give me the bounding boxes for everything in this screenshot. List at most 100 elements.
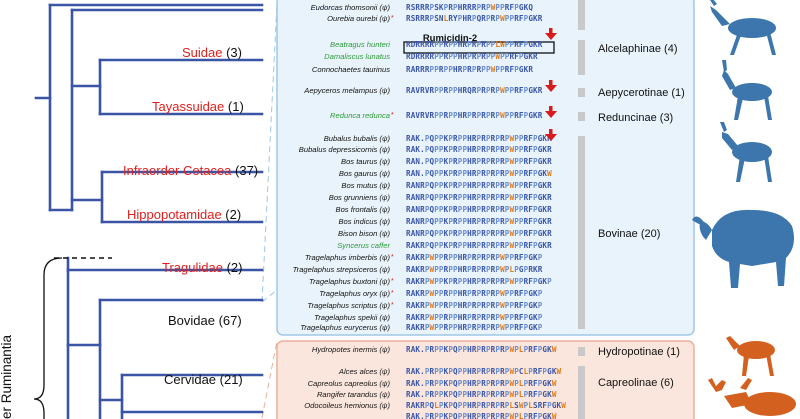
tree-label-tragulidae: Tragulidae (2) (162, 260, 242, 275)
rumicidin-label: Rumicidin-2 (423, 33, 477, 44)
asterisk-icon: * (391, 112, 394, 119)
peptide-sequence: RAKRPQLPKPQPPHRPRPRPRPLSWPLSRFPGKW (406, 401, 566, 410)
peptide-sequence: RANRPQPPKPRPPHRPRPRPRPWPPRFPGKR (406, 229, 552, 238)
subfamily-label-reduncinae: Reduncinae (3) (598, 112, 673, 124)
peptide-sequence: RAKRPWPPRPPHRPRPRPRPWPPRFPGKP (406, 323, 543, 332)
subfamily-label-hydropotinae: Hydropotinae (1) (598, 346, 680, 358)
species-row: Rangifer tarandus (ψ) RAK.PRPPKPQPPHRPRPR… (317, 390, 557, 399)
clade-bars (578, 0, 585, 419)
species-row: Tragelaphus imberbis (ψ)*RAKRPWPPRPPHRPR… (305, 253, 543, 262)
species-row: Bos mutus (ψ) RANRPQPPKPRPPHRPRPRPRPWPPRF… (341, 181, 552, 190)
peptide-sequence: RAKRPWPPRPPHRPRPRPRPWPPRFPGKP (406, 301, 543, 310)
peptide-sequence: RANRPQPPKPRPPHRPRPRPRPWPPRFPGKR (406, 217, 552, 226)
species-row: Bos gaurus (ψ)RAN.PQPPKPRPPHRPRPRPRPWPPR… (339, 169, 552, 178)
asterisk-icon: * (391, 278, 394, 285)
panel-connectors (261, 3, 278, 303)
species-name: Redunca redunca (330, 111, 390, 120)
species-row: Capreolus capreolus (ψ) RAK.PRPPKPQPPHRPR… (308, 379, 557, 388)
species-row: Odocoileus hemionus (ψ) RAKRPQLPKPQPPHRPR… (304, 401, 566, 410)
species-name: Ourebia ourebi (ψ) (327, 14, 390, 23)
arrow-bovinae (545, 129, 557, 141)
tree-label-tayassuidae: Tayassuidae (1) (152, 99, 244, 114)
species-row: Bos frontalis (ψ)RANRPQPPKPRPPHRPRPRPRPW… (336, 205, 553, 214)
peptide-sequence: RAK.PRPPKPQPPHRPRPRPRPWPCLPRFPGKW (406, 367, 562, 376)
bovidae-panel (276, 0, 695, 336)
species-row: Hydropotes inermis (ψ)RAK.PRPPKPQPPHRPRP… (312, 345, 557, 354)
species-row: Bison bison (ψ) RANRPQPPKPRPPHRPRPRPRPWPP… (338, 229, 552, 238)
rumicidin-box (403, 41, 555, 54)
clade-label: er Ruminantia (0, 334, 14, 419)
arrow-alcelaphinae (545, 28, 557, 40)
species-name: Tragelaphus buxtoni (ψ) (309, 277, 390, 286)
moose-silhouette (708, 378, 796, 416)
peptide-sequence: RANRPQPPKPRPPHRPRPRPRPWPPRFPGKR (406, 181, 552, 190)
species-name: Damaliscus lunatus (324, 52, 390, 61)
bar-top (578, 0, 585, 30)
cervidae-connector (261, 340, 278, 419)
species-row: Alces alces (ψ) RAK.PRPPKPQPPHRPRPRPRPWPC… (338, 367, 562, 376)
peptide-sequence: RARRRPPRPPHRPRPRPPWPPRFPGKR (406, 65, 533, 74)
species-name: Bos mutus (ψ) (341, 181, 390, 190)
species-row: Tragelaphus spekii (ψ)RAKRPWPPRPPHRPRPRP… (314, 313, 543, 322)
species-name: Tragelaphus oryx (ψ) (319, 289, 390, 298)
species-name: Tragelaphus scriptus (ψ) (307, 301, 390, 310)
subfamily-label-alcelaphinae: Alcelaphinae (4) (598, 43, 678, 55)
species-row: Syncerus caffer RAKRPQPPKPRPPHRPRPRPRPWPP… (337, 241, 552, 250)
species-row: Aepyceros melampus (ψ)RAVRVRPPRPPHRQRPRP… (303, 86, 542, 95)
arrow-reduncinae (545, 106, 557, 118)
peptide-sequence: RAK.PRPPKPQPPHRPRPRPRPWPLPRFPGKW (406, 379, 557, 388)
species-name: Syncerus caffer (337, 241, 390, 250)
asterisk-icon: * (391, 15, 394, 22)
stop-arrows (545, 28, 557, 141)
tree-label-infraorder-cetacea: Infraorder Cetacea (37) (123, 163, 258, 178)
species-name: Bubalus depressicornis (ψ) (299, 145, 391, 154)
species-row: Tragelaphus eurycerus (ψ)RAKRPWPPRPPHRPR… (300, 323, 543, 332)
peptide-sequence: RAKRPWPPKPRPPHRPRPRPRPWPPRFPGKP (406, 277, 552, 286)
species-row: Bubalus bubalis (ψ) RAK.PQPPKPRPPHRPRPRPR… (324, 134, 552, 143)
peptide-sequence: RAVRVRPPRPPHRQRPRPRPWPPRFPGKR (406, 86, 543, 95)
asterisk-icon: * (391, 290, 394, 297)
species-name: Bos frontalis (ψ) (336, 205, 391, 214)
species-row: RAK.PRPPKPQPPHRPRPRPRPWPLPRFPGKW (406, 412, 557, 419)
species-row: Damaliscus lunatus RDRRRRPPRPPHRPRPRPPWPP… (324, 52, 538, 61)
species-row: Bubalus depressicornis (ψ) RAK.PQPPKPRPPH… (299, 145, 552, 154)
peptide-sequence: RANRPQPPKPRPPHRPRPRPRPWPPRFPGKR (406, 193, 552, 202)
species-row: Tragelaphus buxtoni (ψ)* RAKRPWPPKPRPPHRP… (309, 277, 552, 286)
peptide-sequence: RAK.PQPPKPRPPHRPRPRPRPWPPRFPGKR (406, 134, 552, 143)
species-row: Tragelaphus scriptus (ψ)*RAKRPWPPRPPHRPR… (307, 301, 542, 310)
bar-hydropotinae (578, 347, 585, 356)
animal-silhouettes (692, 0, 796, 416)
impala-silhouette (722, 60, 772, 120)
species-name: Tragelaphus strepsiceros (ψ) (293, 265, 391, 274)
species-name: Odocoileus hemionus (ψ) (304, 401, 390, 410)
tree-label-hippopotamidae: Hippopotamidae (2) (127, 207, 241, 222)
peptide-sequence: RAKRPWPPRPPHRPRPRPRPWPPRFPGKP (406, 253, 543, 262)
species-name: Bos indicus (ψ) (338, 217, 390, 226)
tree-label-suidae: Suidae (3) (182, 45, 242, 60)
ruminantia-bracket (33, 257, 63, 419)
species-row: Tragelaphus strepsiceros (ψ) RAKRPWPPRPPH… (293, 265, 543, 274)
bar-bovinae (578, 136, 585, 329)
peptide-sequence: RAN.PQPPKPRPPHRPRPRPRPWPPRFPGKR (406, 157, 552, 166)
species-name: Tragelaphus spekii (ψ) (314, 313, 390, 322)
peptide-sequence: RAK.PQPPKPRPPHRPRPRPRPWPPRFPGKR (406, 145, 552, 154)
peptide-sequence: RDRRRRPPRPPHRPRPRPPWPPRFPGKR (406, 52, 538, 61)
bar-alcelaphinae (578, 40, 585, 75)
peptide-sequence: RAKRPWPPRPPHRPRPRPRPWPPRFPGKP (406, 289, 543, 298)
species-name: Alces alces (ψ) (338, 367, 391, 376)
species-name: Capreolus capreolus (ψ) (308, 379, 391, 388)
peptide-sequence: RAK.PRPPKPQPPHRPRPRPRPWPLPRFPGKW (406, 390, 557, 399)
species-name: Bubalus bubalis (ψ) (324, 134, 391, 143)
peptide-sequence: RAKRPWPPRPPHRPRPRPRPWPLPGPRKR (406, 265, 543, 274)
peptide-sequence: RSRRRPSKPRPHRRRPRPWPPRFPGKQ (406, 3, 533, 12)
species-row: Redunca redunca* RAVRVRPPRPPHRPRPRPRPWPPR… (330, 111, 543, 120)
arrow-aepycerotinae (545, 80, 557, 92)
peptide-sequence: RAVRVRPPRPPHRPRPRPRPWPPRFPGKR (406, 111, 543, 120)
species-name: Tragelaphus imberbis (ψ) (305, 253, 391, 262)
peptide-sequence: RAKRPQPPKPRPPHRPRPRPRPWPPRFPGKR (406, 241, 552, 250)
species-name: Bison bison (ψ) (338, 229, 390, 238)
species-name: Rangifer tarandus (ψ) (317, 390, 391, 399)
species-name: Hydropotes inermis (ψ) (312, 345, 391, 354)
